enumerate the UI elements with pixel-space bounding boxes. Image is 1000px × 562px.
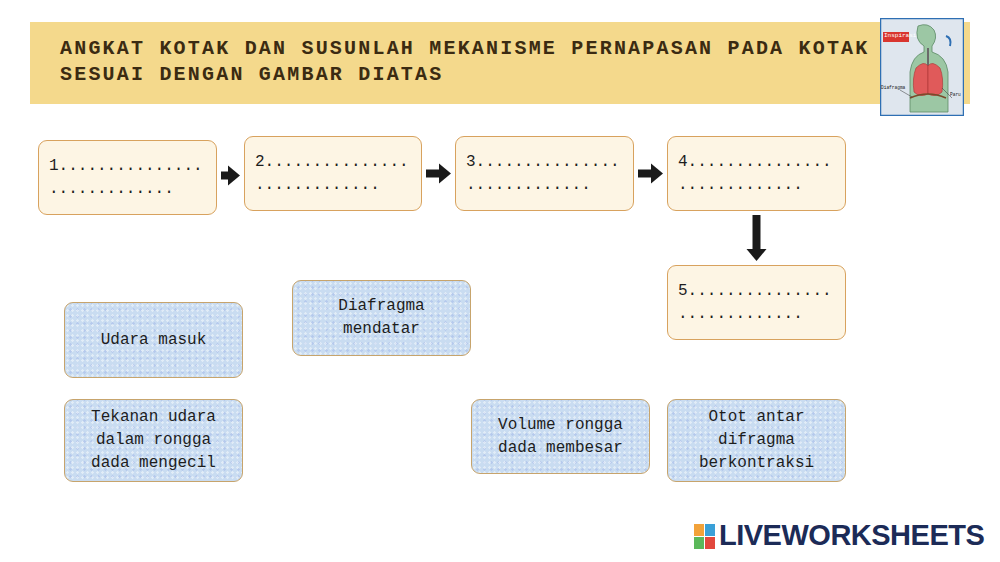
answer-box: 1............... ............. — [38, 140, 217, 215]
answer-box: 5............... ............. — [667, 265, 846, 340]
illustration-label: Inspirasi — [884, 33, 916, 40]
flow-arrow — [426, 164, 451, 184]
box-text: 2............... ............. — [255, 151, 411, 197]
box-text: 4............... ............. — [678, 151, 835, 197]
choice-card: Diafragma mendatar — [292, 280, 471, 356]
choice-card: Otot antar difragma berkontraksi — [667, 399, 846, 482]
box-text: Otot antar difragma berkontraksi — [678, 406, 835, 475]
illustration-label: Diafragma — [881, 86, 905, 91]
answer-box: 4............... ............. — [667, 136, 846, 211]
answer-box: 2............... ............. — [244, 136, 422, 211]
flow-arrow — [747, 215, 767, 261]
logo-text: LIVEWORKSHEETS — [719, 520, 984, 552]
box-text: 3............... ............. — [466, 151, 623, 197]
flow-arrow — [638, 164, 663, 184]
illustration-label: Paru — [950, 93, 961, 98]
flow-arrow — [221, 166, 240, 186]
logo-icon — [694, 524, 716, 550]
box-text: Tekanan udara dalam rongga dada mengecil — [75, 406, 232, 475]
box-text: Volume rongga dada membesar — [482, 414, 639, 460]
box-text: Diafragma mendatar — [303, 295, 460, 341]
choice-card: Tekanan udara dalam rongga dada mengecil — [64, 399, 243, 482]
worksheet-title: ANGKAT KOTAK DAN SUSUNLAH MEKANISME PERN… — [60, 36, 890, 88]
box-text: 1............... ............. — [49, 155, 206, 201]
box-text: Udara masuk — [101, 329, 207, 352]
answer-box: 3............... ............. — [455, 136, 634, 211]
choice-card: Udara masuk — [64, 302, 243, 378]
choice-card: Volume rongga dada membesar — [471, 399, 650, 474]
box-text: 5............... ............. — [678, 280, 835, 326]
